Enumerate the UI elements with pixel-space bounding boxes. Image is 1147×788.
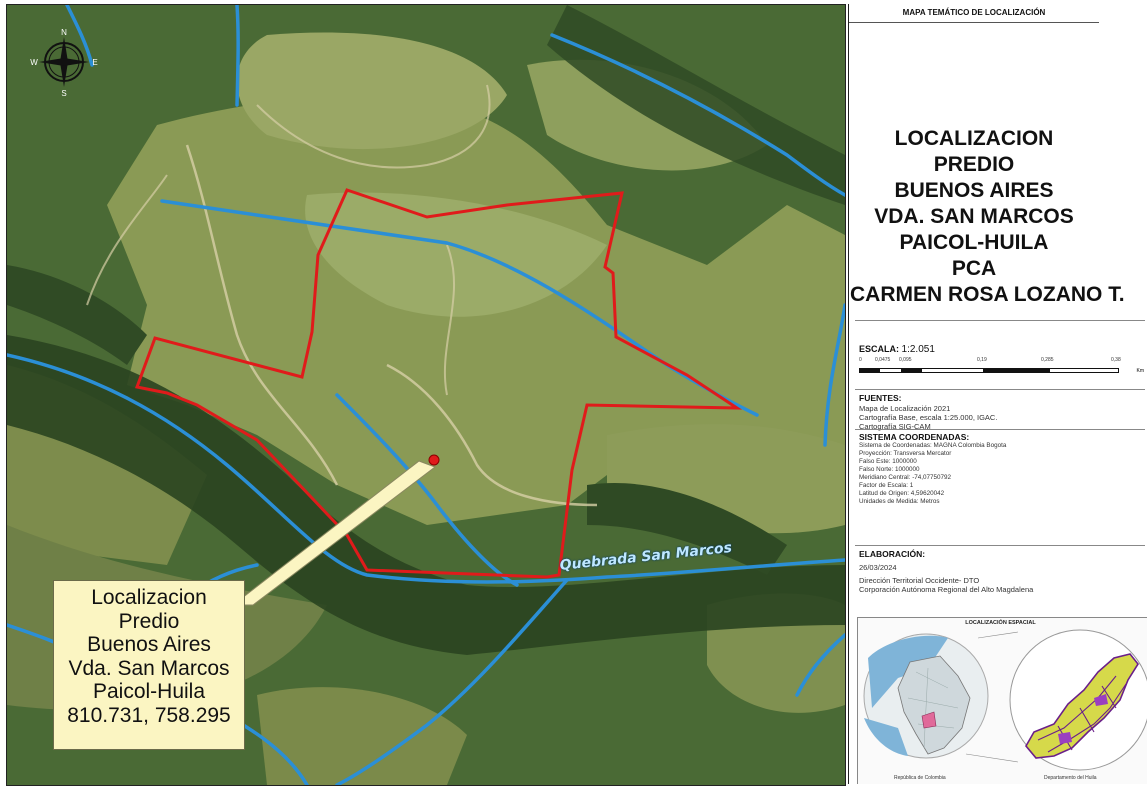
scale-ticks: 0 0,0475 0,095 0,19 0,285 0,38 bbox=[859, 357, 1139, 367]
scale-tick: 0,19 bbox=[977, 357, 987, 363]
legend-panel: MAPA TEMÁTICO DE LOCALIZACIÓN LOCALIZACI… bbox=[848, 4, 1147, 784]
map-title: LOCALIZACION PREDIO BUENOS AIRES VDA. SA… bbox=[849, 126, 1147, 308]
coordinate-line: Proyección: Transversa Mercator bbox=[859, 450, 952, 457]
scale-bar: ESCALA: 1:2.051 0 0,0475 0,095 0,19 0,28… bbox=[859, 344, 1144, 382]
title-line: CARMEN ROSA LOZANO T. bbox=[850, 283, 1125, 306]
elaboration-date: 26/03/2024 bbox=[859, 563, 897, 572]
inset-caption-left: República de Colombia bbox=[894, 775, 946, 781]
callout-line: Paicol-Huila bbox=[92, 680, 206, 703]
compass-e: E bbox=[92, 58, 97, 67]
elaboration-line: Dirección Territorial Occidente- DTO bbox=[859, 576, 980, 585]
callout-line: Predio bbox=[118, 609, 180, 633]
sources-line: Cartografía SIG-CAM bbox=[859, 422, 931, 431]
panel-header: MAPA TEMÁTICO DE LOCALIZACIÓN bbox=[849, 4, 1099, 23]
divider bbox=[855, 429, 1145, 430]
elaboration-heading: ELABORACIÓN: bbox=[859, 549, 926, 559]
callout-pointer bbox=[231, 460, 437, 606]
inset-caption-right: Departamento del Huila bbox=[1044, 775, 1097, 781]
coordinate-line: Factor de Escala: 1 bbox=[859, 482, 914, 489]
divider bbox=[855, 389, 1145, 390]
location-callout: Localizacion Predio Buenos Aires Vda. Sa… bbox=[53, 580, 245, 750]
coordinate-system-heading: SISTEMA COORDENADAS: bbox=[859, 432, 970, 442]
coordinate-line: Falso Este: 1000000 bbox=[859, 458, 917, 465]
spatial-location-inset: LOCALIZACIÓN ESPACIAL República de Colom… bbox=[857, 617, 1147, 784]
callout-coordinates: 810.731, 758.295 bbox=[67, 703, 231, 727]
elaboration-section: ELABORACIÓN: 26/03/2024 Dirección Territ… bbox=[859, 549, 1034, 595]
callout-line: Buenos Aires bbox=[87, 633, 211, 656]
elaboration-line: Corporación Autónoma Regional del Alto M… bbox=[859, 585, 1034, 594]
scale-unit: Km bbox=[1136, 368, 1145, 374]
coordinate-line: Falso Norte: 1000000 bbox=[859, 466, 920, 473]
inset-heading: LOCALIZACIÓN ESPACIAL bbox=[965, 620, 1036, 626]
sources-heading: FUENTES: bbox=[859, 393, 902, 403]
map-view[interactable]: N E W S Quebrada San Marcos Localizacion… bbox=[6, 4, 846, 786]
scale-tick: 0,38 bbox=[1111, 357, 1121, 363]
scale-bar-segments bbox=[859, 368, 1119, 373]
callout-line: Vda. San Marcos bbox=[68, 656, 230, 680]
sources-line: Mapa de Localización 2021 bbox=[859, 404, 951, 413]
sources-section: FUENTES: Mapa de Localización 2021 Carto… bbox=[859, 393, 998, 432]
parcel-boundary[interactable] bbox=[134, 188, 743, 579]
coordinate-line: Latitud de Origen: 4,59620042 bbox=[859, 490, 945, 497]
location-marker[interactable] bbox=[428, 454, 440, 466]
compass-s: S bbox=[61, 89, 66, 97]
coordinate-line: Unidades de Medida: Metros bbox=[859, 498, 940, 505]
coordinate-line: Meridiano Central: -74,07750792 bbox=[859, 474, 952, 481]
scale-tick: 0,285 bbox=[1041, 357, 1054, 363]
compass-rose-icon: N E W S bbox=[30, 28, 97, 97]
divider bbox=[855, 320, 1145, 321]
sources-line: Cartografía Base, escala 1:25.000, IGAC. bbox=[859, 413, 998, 422]
scale-value: 1:2.051 bbox=[901, 344, 935, 355]
title-line: LOCALIZACION bbox=[894, 127, 1054, 150]
scale-tick: 0 bbox=[859, 357, 862, 363]
inset-maps bbox=[863, 629, 1147, 771]
title-line: VDA. SAN MARCOS bbox=[874, 205, 1074, 228]
title-line: PREDIO bbox=[933, 153, 1015, 176]
coordinate-line: Sistema de Coordenadas: MAGNA Colombia B… bbox=[859, 442, 1007, 449]
scale-tick: 0,095 bbox=[899, 357, 912, 363]
callout-line: Localizacion bbox=[91, 586, 207, 609]
title-line: PCA bbox=[951, 257, 997, 280]
compass-n: N bbox=[61, 28, 67, 37]
coordinate-system-section: SISTEMA COORDENADAS: Sistema de Coordena… bbox=[859, 433, 1006, 506]
scale-tick: 0,0475 bbox=[875, 357, 891, 363]
compass-w: W bbox=[30, 58, 38, 67]
scale-label: ESCALA: bbox=[859, 344, 899, 354]
title-line: BUENOS AIRES bbox=[894, 179, 1054, 202]
divider bbox=[855, 545, 1145, 546]
title-line: PAICOL-HUILA bbox=[899, 231, 1049, 254]
